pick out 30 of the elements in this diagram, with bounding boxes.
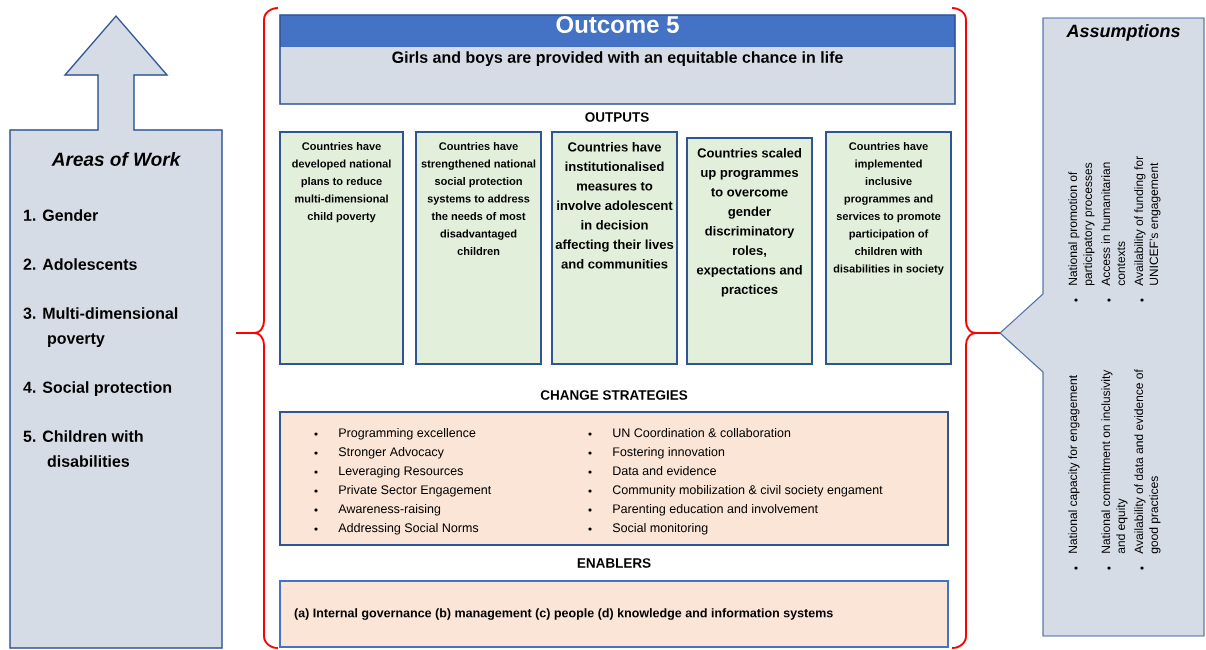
section-heading: CHANGE STRATEGIES [540, 390, 688, 400]
enabler-box: (a) Internal governance (b) management (c) people (d) knowledge and information systems [279, 580, 949, 648]
output-box: Countries have implemented inclusive programmes and services to promote participation of children with disabilities in society [825, 131, 952, 365]
bullet-item: Community mobilization & civil society engament [588, 484, 883, 497]
output-box: Countries have strengthened national social protection systems to address the needs of most disadvantaged children [415, 131, 542, 365]
bullet-item: National promotion of participatory processes [1068, 162, 1095, 302]
bullet-item: Addressing Social Norms [314, 522, 479, 535]
bullet-item: National capacity for engagement [1068, 375, 1080, 570]
bullet-item: Access in humanitarian contexts [1101, 162, 1126, 302]
bullet-item: Data and evidence [588, 465, 716, 476]
bullet-item: UN Coordination & collaboration [588, 427, 791, 438]
output-box: Countries scaled up programmes to overcome gender discriminatory roles, expectations and practices [686, 137, 813, 365]
bullet-item: Availability of funding for UNICEF’s engagement [1134, 156, 1161, 302]
bullet-item: Private Sector Engagement [314, 484, 492, 497]
section-heading: ENABLERS [577, 558, 651, 568]
arrow-panel: Areas of Work 1. Gender 2. Adolescents 3. Multi-dimensional poverty 4. Social protection 5. Children with disabilities [9, 14, 223, 649]
bullet-item: Fostering innovation [588, 446, 725, 459]
bullet-item: Parenting education and involvement [588, 503, 818, 516]
bullet-item: National commitment on inclusivity and equity [1101, 369, 1128, 570]
bullet-item: Awareness-raising [314, 503, 441, 516]
outcome-box: Outcome 5 Girls and boys are provided with an equitable chance in life [279, 14, 956, 105]
section-heading: OUTPUTS [585, 112, 649, 122]
output-box: Countries have developed national plans to reduce multi-dimensional child poverty [279, 131, 404, 365]
bullet-item: Social monitoring [588, 522, 708, 535]
bullet-item: Availability of data and evidence of good practices [1134, 369, 1161, 570]
bullet-item: Programming excellence [314, 427, 476, 440]
bullet-item: Leveraging Resources [314, 465, 463, 478]
callout-panel: Assumptions National promotion of participatory processes Access in humanitarian contexts Availability of funding for UNICEF’s engagement National capacity for engagement National commitment on inclusivity and equity Availability of data and evidence of good practices [999, 17, 1205, 637]
bullet-item: Stronger Advocacy [314, 446, 444, 459]
output-box: Countries have institutionalised measures to involve adolescent in decision affecting their lives and communities [551, 131, 678, 365]
